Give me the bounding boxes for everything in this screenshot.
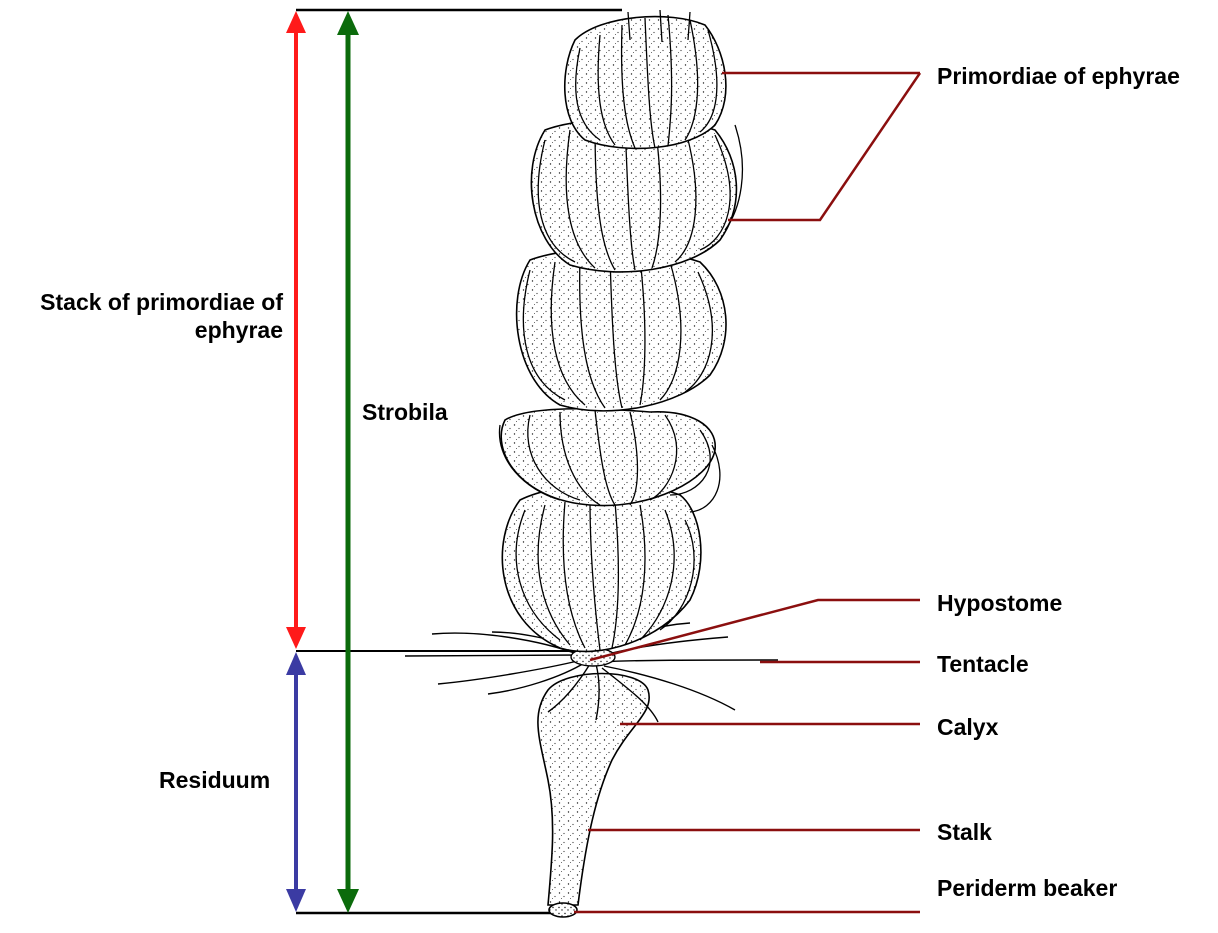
strobila-label: Strobila	[362, 398, 448, 426]
ephyra-disc-1	[565, 10, 726, 148]
periderm-beaker-shape	[549, 903, 577, 917]
stack-label: Stack of primordiae of ephyrae	[0, 288, 283, 344]
stack-label-line-1: Stack of primordiae of	[0, 288, 283, 316]
ephyra-disc-5	[502, 484, 701, 651]
strobila-dimension-arrow	[337, 11, 359, 913]
hypostome-label: Hypostome	[937, 589, 1062, 617]
strobila-illustration	[405, 10, 778, 917]
stalk-shape	[538, 674, 649, 906]
stalk-label: Stalk	[937, 818, 992, 846]
residuum-label: Residuum	[159, 766, 270, 794]
ephyra-disc-3	[517, 249, 726, 411]
periderm-label: Periderm beaker	[937, 874, 1117, 902]
stack-label-line-2: ephyrae	[0, 316, 283, 344]
tentacle-label: Tentacle	[937, 650, 1029, 678]
stack-dimension-arrow	[286, 11, 306, 649]
residuum-dimension-arrow	[286, 652, 306, 912]
calyx-label: Calyx	[937, 713, 998, 741]
primordiae-label: Primordiae of ephyrae	[937, 62, 1180, 90]
primordiae-leader-lower	[728, 73, 920, 220]
